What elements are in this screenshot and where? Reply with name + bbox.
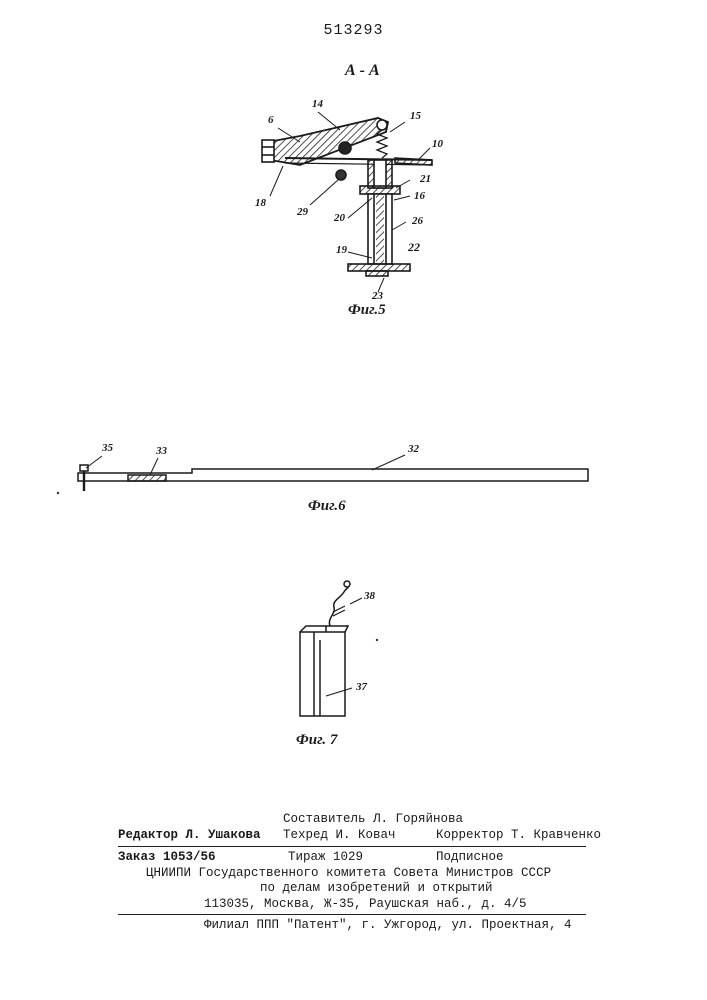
block-body — [300, 632, 345, 716]
techred-line: Техред И. Ковач — [283, 828, 396, 842]
subscription-line: Подписное — [436, 850, 504, 864]
colophon-rule-top — [118, 846, 586, 847]
editor-line: Редактор Л. Ушакова — [118, 828, 261, 842]
nut — [360, 186, 400, 194]
institute-line: ЦНИИПИ Государственного комитета Совета … — [146, 866, 551, 880]
label-20: 20 — [334, 212, 345, 224]
ball — [336, 170, 346, 180]
fig6-caption: Фиг.6 — [308, 498, 346, 515]
corrector-line: Корректор Т. Кравченко — [436, 828, 601, 842]
label-14: 14 — [312, 98, 323, 110]
circulation-line: Тираж 1029 — [288, 850, 363, 864]
label-18: 18 — [255, 197, 266, 209]
base-plate — [348, 264, 410, 271]
label-38: 38 — [364, 590, 375, 602]
fig6-drawing — [78, 455, 588, 491]
affairs-line: по делам изобретений и открытий — [260, 881, 493, 895]
compiler-line: Составитель Л. Горяйнова — [283, 812, 463, 826]
label-10: 10 — [432, 138, 443, 150]
label-6: 6 — [268, 114, 274, 126]
colophon-rule-bottom — [118, 914, 586, 915]
label-26: 26 — [412, 215, 423, 227]
roller — [339, 142, 351, 154]
label-15: 15 — [410, 110, 421, 122]
label-35: 35 — [102, 442, 113, 454]
address-line: 113035, Москва, Ж-35, Раушская наб., д. … — [204, 897, 527, 911]
fig7-drawing — [300, 581, 362, 716]
label-37: 37 — [356, 681, 367, 693]
branch-line: Филиал ППП "Патент", г. Ужгород, ул. Про… — [204, 918, 572, 932]
label-16: 16 — [414, 190, 425, 202]
fig5-caption: Фиг.5 — [348, 302, 386, 319]
label-32: 32 — [408, 443, 419, 455]
hatched-insert — [128, 475, 166, 481]
label-29: 29 — [297, 206, 308, 218]
screw — [262, 140, 274, 162]
wire — [329, 584, 348, 626]
label-33: 33 — [156, 445, 167, 457]
label-19: 19 — [336, 244, 347, 256]
label-23: 23 — [372, 290, 383, 302]
label-22: 22 — [408, 240, 420, 255]
label-21: 21 — [420, 173, 431, 185]
lever-pivot — [377, 120, 387, 130]
fig7-caption: Фиг. 7 — [296, 732, 337, 749]
order-line: Заказ 1053/56 — [118, 850, 216, 864]
